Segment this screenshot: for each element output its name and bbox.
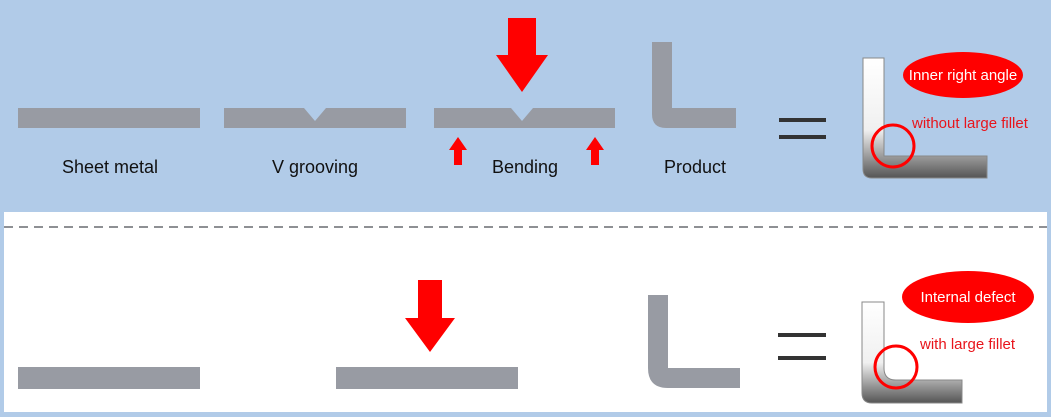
sheet-metal-bar xyxy=(18,108,200,128)
label-sheet-metal: Sheet metal xyxy=(62,157,158,177)
down-arrow-icon xyxy=(405,280,455,352)
sheet-metal-bar xyxy=(18,367,200,389)
up-arrow-icon xyxy=(586,137,604,165)
equals-icon xyxy=(779,118,826,122)
product-l-shape xyxy=(652,42,736,128)
equals-icon xyxy=(778,333,826,337)
down-arrow-icon xyxy=(496,18,548,92)
product-l-shape xyxy=(648,295,740,388)
label-v-grooving: V grooving xyxy=(272,157,358,177)
bending-bar xyxy=(434,108,615,128)
highlight-circle xyxy=(873,344,919,390)
label-product: Product xyxy=(664,157,726,177)
label-bending: Bending xyxy=(492,157,558,177)
callout-internal-defect: Internal defect xyxy=(920,289,1016,306)
callout-bubble xyxy=(902,271,1034,323)
bending-bar xyxy=(336,367,518,389)
callout-bubble xyxy=(903,52,1023,98)
filleted-l-shape xyxy=(861,301,963,404)
highlight-circle xyxy=(870,123,916,169)
up-arrow-icon xyxy=(449,137,467,165)
v-grooved-bar xyxy=(224,108,406,128)
note-without-fillet: without large fillet xyxy=(911,115,1029,132)
note-with-fillet: with large fillet xyxy=(919,336,1016,353)
right-angle-l-shape xyxy=(862,57,988,179)
callout-inner-right-angle: Inner right angle xyxy=(909,67,1017,84)
